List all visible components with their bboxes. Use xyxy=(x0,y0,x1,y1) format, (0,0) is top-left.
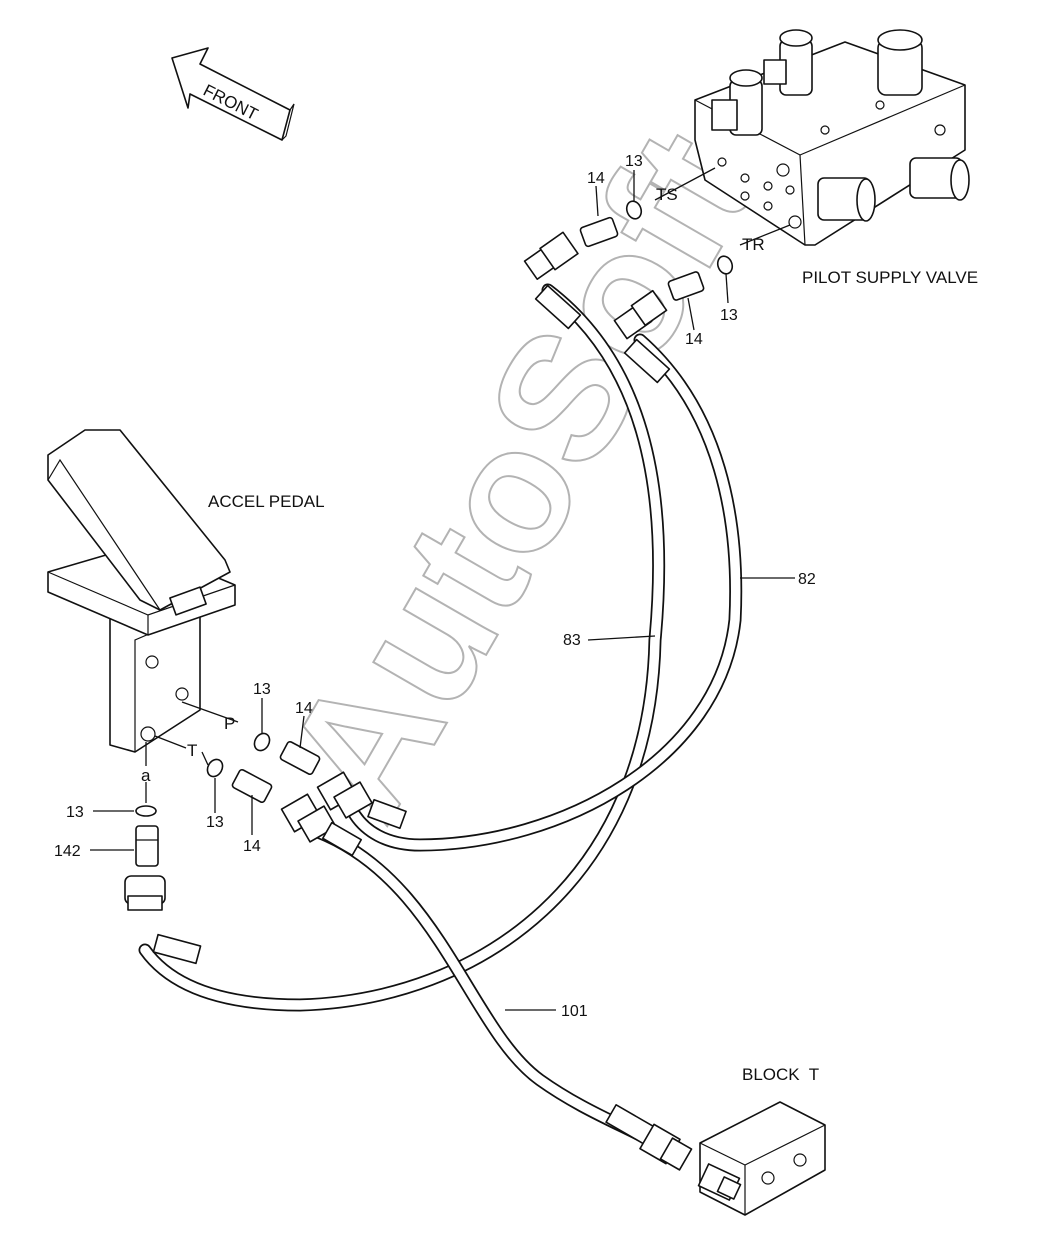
block-t-drawing xyxy=(697,1101,826,1216)
port-tr-label: TR xyxy=(742,235,765,254)
block-t-label: BLOCK T xyxy=(742,1065,819,1084)
callout-142: 142 xyxy=(54,843,81,860)
front-arrow-icon: FRONT xyxy=(171,47,295,141)
callout-13-t: 13 xyxy=(206,814,224,831)
pilot-supply-valve-drawing xyxy=(694,29,970,246)
port-p-label: P xyxy=(224,714,235,733)
watermark: AutoSoft xyxy=(246,99,794,849)
adapter-fittings xyxy=(135,216,705,867)
accel-pedal-label: ACCEL PEDAL xyxy=(208,492,325,511)
accel-pedal-drawing xyxy=(47,429,236,753)
o-rings xyxy=(135,200,734,817)
hose-83 xyxy=(138,283,666,1012)
callout-101: 101 xyxy=(561,1003,588,1020)
callout-13-ts: 13 xyxy=(625,153,643,170)
pilot-supply-valve-label: PILOT SUPPLY VALVE xyxy=(802,268,978,287)
hose-fittings xyxy=(124,231,693,1171)
port-a-label: a xyxy=(141,766,151,785)
callout-13-tr: 13 xyxy=(720,307,738,324)
callout-14-tr: 14 xyxy=(685,331,703,348)
callout-13-a: 13 xyxy=(66,804,84,821)
port-t-label: T xyxy=(187,741,197,760)
port-ts-label: TS xyxy=(656,185,678,204)
callout-14-p: 14 xyxy=(295,700,313,717)
callout-14-ts: 14 xyxy=(587,170,605,187)
callout-82: 82 xyxy=(798,571,816,588)
callout-13-p: 13 xyxy=(253,681,271,698)
callout-14-t: 14 xyxy=(243,838,261,855)
hose-101 xyxy=(311,825,647,1142)
leader-lines xyxy=(90,167,795,1011)
hose-82 xyxy=(348,333,743,852)
callout-83: 83 xyxy=(563,632,581,649)
